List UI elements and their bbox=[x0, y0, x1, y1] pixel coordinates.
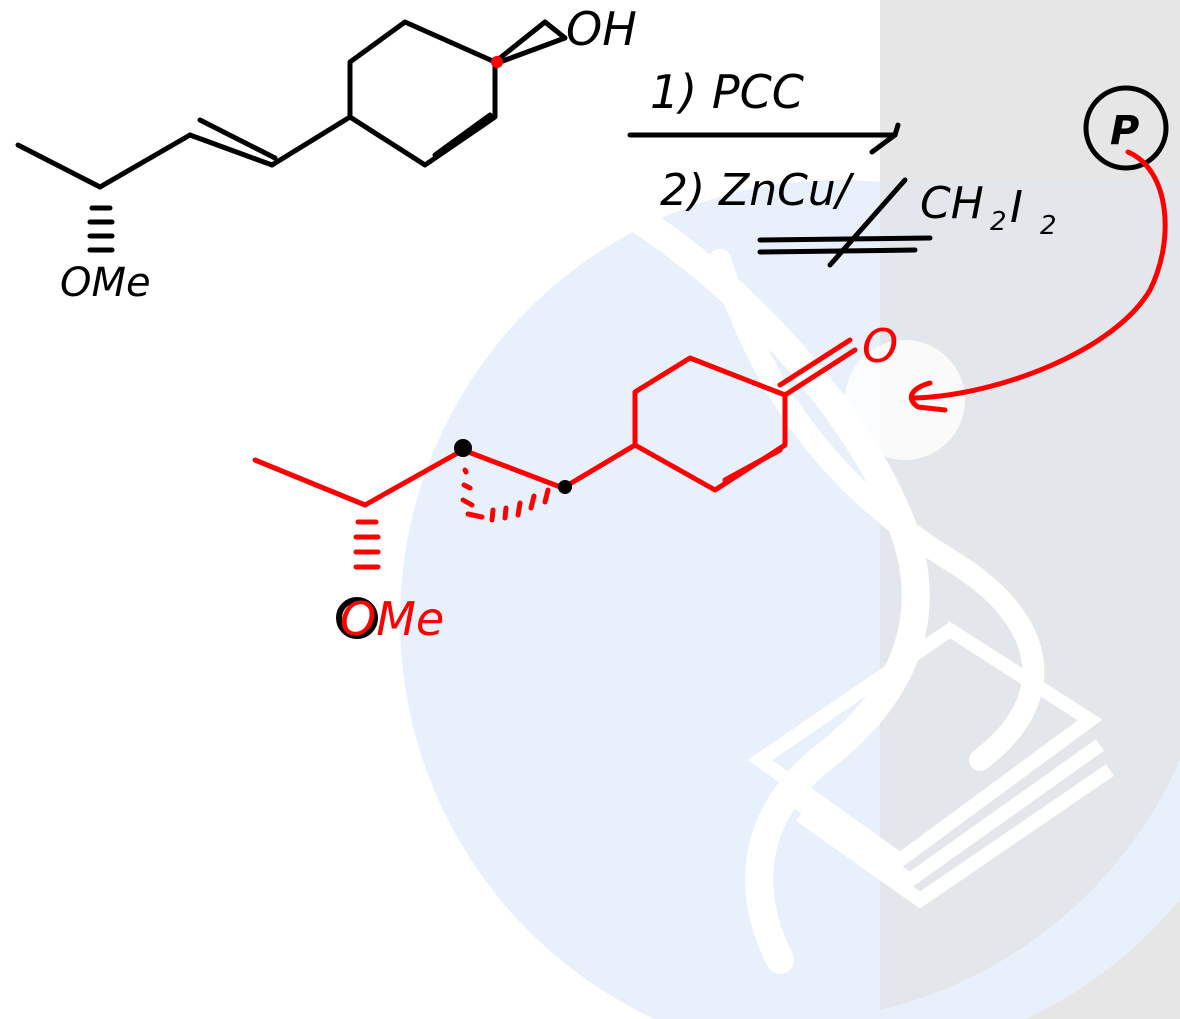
reactant-carbinol-dot bbox=[491, 56, 503, 68]
reactant-chain-bond bbox=[97, 132, 193, 190]
reagent-step2-prefix: 2) ZnCu/ bbox=[660, 165, 855, 216]
product-pointer-arrow bbox=[908, 149, 1168, 413]
reactant-oh-bond bbox=[492, 19, 568, 65]
reagent-i-subscript: 2 bbox=[1040, 211, 1057, 241]
product-stereocenter-dot-2 bbox=[558, 480, 572, 494]
reaction-arrow bbox=[627, 122, 901, 155]
reactant-methoxy-label: OMe bbox=[60, 260, 151, 306]
reactant-ring bbox=[347, 19, 498, 168]
reagent-ch-subscript: 2 bbox=[990, 207, 1007, 237]
reaction-arrow-group: 1) PCC 2) ZnCu/ CH 2 I 2 bbox=[627, 65, 1057, 268]
product-oxygen-ring bbox=[336, 597, 378, 639]
product-carbonyl-label: O bbox=[862, 319, 898, 373]
product-ring-double-bond bbox=[722, 447, 783, 483]
reactant-structure: OH OMe bbox=[15, 2, 637, 306]
product-hashed-bond bbox=[353, 519, 381, 570]
watermark-book bbox=[747, 621, 1114, 909]
product-ring-link-bond bbox=[560, 442, 638, 491]
reactant-alkene-bond bbox=[187, 132, 275, 168]
product-carbonyl-bond bbox=[777, 337, 858, 398]
product-structure: O OMe bbox=[252, 319, 898, 646]
reagent-i: I bbox=[1010, 182, 1023, 233]
watermark-head bbox=[845, 340, 965, 460]
reactant-hydroxyl-label: OH bbox=[566, 2, 637, 56]
watermark-helix-1 bbox=[626, 206, 930, 974]
watermark-helix-2 bbox=[709, 249, 1045, 771]
product-cyclopropane-top-bond bbox=[460, 447, 566, 491]
product-tag-circle bbox=[1083, 85, 1169, 171]
reactant-hashed-bond bbox=[87, 205, 115, 253]
reagent-ch: CH bbox=[920, 178, 984, 229]
product-tag: P bbox=[908, 85, 1169, 413]
product-chain-bond bbox=[362, 447, 466, 508]
product-tag-label: P bbox=[1110, 108, 1139, 154]
reactant-ring-double-bond bbox=[432, 112, 493, 158]
product-stereocenter-dot-1 bbox=[454, 439, 472, 457]
reactant-alkene-second-bond bbox=[197, 117, 278, 161]
product-methoxy-label: OMe bbox=[340, 592, 444, 646]
reactant-ring-link-bond bbox=[269, 114, 353, 168]
reactant-methyl-bond bbox=[15, 142, 103, 190]
reagent-step1: 1) PCC bbox=[650, 65, 804, 119]
product-methyl-bond bbox=[252, 457, 368, 508]
product-cyclopropane-wedges bbox=[460, 467, 551, 523]
reagent-underline-strikes bbox=[757, 177, 933, 268]
